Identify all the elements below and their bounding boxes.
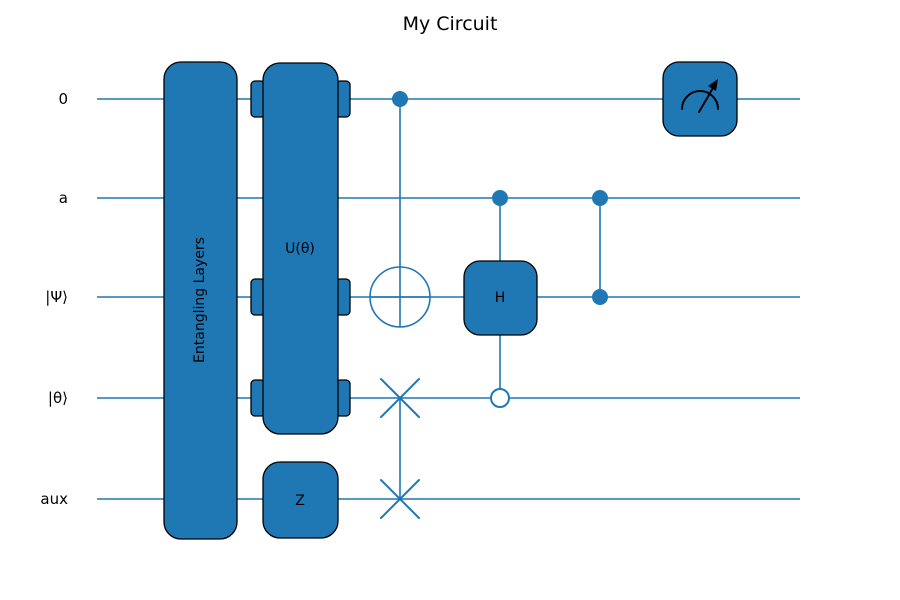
- h-gate-label: H: [495, 290, 506, 306]
- wire-label-psi: |Ψ⟩: [45, 288, 68, 306]
- gate-cz: [592, 190, 608, 305]
- measurement-arrowhead-icon: [708, 79, 718, 91]
- gate-entangling-layers: Entangling Layers: [163, 61, 238, 540]
- controlled-h-open-control: [490, 388, 510, 408]
- z-gate-label: Z: [295, 493, 305, 509]
- page-title: My Circuit: [403, 13, 498, 35]
- cz-control-dot-psi: [592, 289, 608, 305]
- controlled-h-control-dot: [492, 190, 508, 206]
- cnot-control-dot: [392, 91, 408, 107]
- swap-x-theta-icon: [380, 378, 420, 418]
- gate-measurement: [662, 61, 738, 137]
- wire-label-theta: |θ⟩: [48, 389, 68, 407]
- cz-control-dot-a: [592, 190, 608, 206]
- wire-label-0: 0: [58, 90, 68, 108]
- gate-swap: [380, 378, 420, 519]
- swap-x-aux-icon: [380, 479, 420, 519]
- gate-cnot: [369, 91, 431, 328]
- measurement-gauge-icon: [681, 90, 719, 110]
- measurement-needle-icon: [698, 87, 714, 113]
- u-theta-box: [262, 62, 339, 435]
- z-gate-box: [262, 461, 339, 539]
- entangling-layers-box: [163, 61, 238, 540]
- wire-label-aux: aux: [40, 490, 68, 508]
- wire-label-a: a: [59, 189, 68, 207]
- h-gate-box: [463, 260, 538, 336]
- gate-u-theta: U(θ): [250, 62, 351, 435]
- u-theta-label: U(θ): [285, 241, 315, 257]
- wires: 0 a |Ψ⟩ |θ⟩ aux: [40, 90, 800, 508]
- gate-controlled-h: H: [463, 190, 538, 408]
- gate-z: Z: [262, 461, 339, 539]
- entangling-layers-label: Entangling Layers: [192, 237, 208, 363]
- measurement-box: [662, 61, 738, 137]
